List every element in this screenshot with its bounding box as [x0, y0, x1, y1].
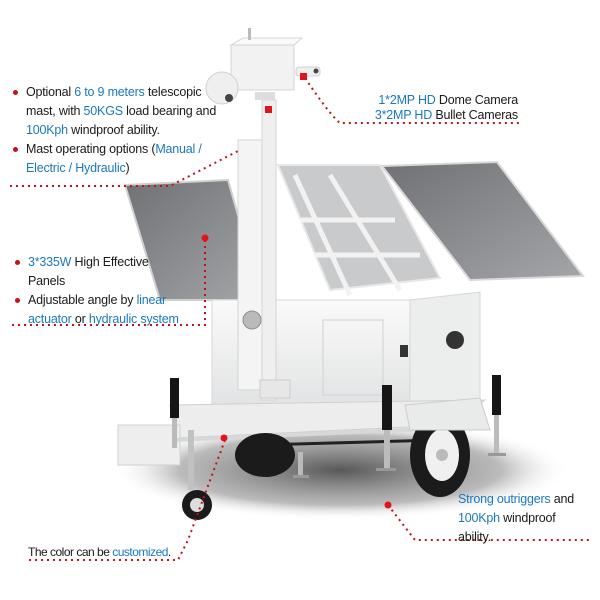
anchor-panel: [201, 234, 209, 242]
anchor-bullet-camera: [300, 73, 307, 80]
bullet-icon: [13, 147, 18, 152]
leader-panels: [10, 240, 206, 326]
bullet-icon: [15, 298, 20, 303]
callout-cameras-line-2: 3*2MP HD Bullet Cameras: [374, 108, 518, 122]
telescopic-mast: [237, 99, 291, 401]
callout-panels: 3*335W High Effective Panels Adjustable …: [12, 253, 197, 329]
wheel-front: [410, 413, 470, 497]
solar-panel-middle: [276, 164, 442, 297]
camera-head: [205, 28, 321, 105]
anchor-outrigger: [384, 501, 392, 509]
callout-cameras-line-1: 1*2MP HD Dome Camera: [378, 93, 518, 107]
leader-lines: [10, 77, 590, 561]
bullet-icon: [15, 260, 20, 265]
callout-outriggers: Strong outriggers and 100Kph windproof a…: [458, 492, 575, 544]
callout-mast: Optional 6 to 9 meters telescopic mast, …: [10, 83, 230, 178]
callout-color: The color can be customized.: [28, 545, 171, 559]
anchor-dots: [201, 73, 392, 509]
bullet-icon: [13, 90, 18, 95]
outrigger-front-left: [376, 385, 396, 471]
callout-cameras: 1*2MP HD Dome Camera 3*2MP HD Bullet Cam…: [368, 93, 518, 123]
anchor-mast: [265, 106, 272, 113]
outrigger-rear-left: [170, 378, 179, 448]
wheel-rear: [235, 433, 295, 477]
anchor-frame: [220, 434, 228, 442]
callout-panels-item-1: 3*335W High Effective Panels: [12, 253, 172, 291]
outrigger-front-right: [488, 375, 506, 456]
callout-panels-item-2: Adjustable angle by linear actuator or h…: [12, 291, 197, 329]
outrigger-rear-right: [293, 452, 309, 478]
callout-mast-item-2: Mast operating options (Manual / Electri…: [10, 140, 220, 178]
solar-panel-right: [380, 160, 585, 282]
callout-mast-item-1: Optional 6 to 9 meters telescopic mast, …: [10, 83, 230, 140]
